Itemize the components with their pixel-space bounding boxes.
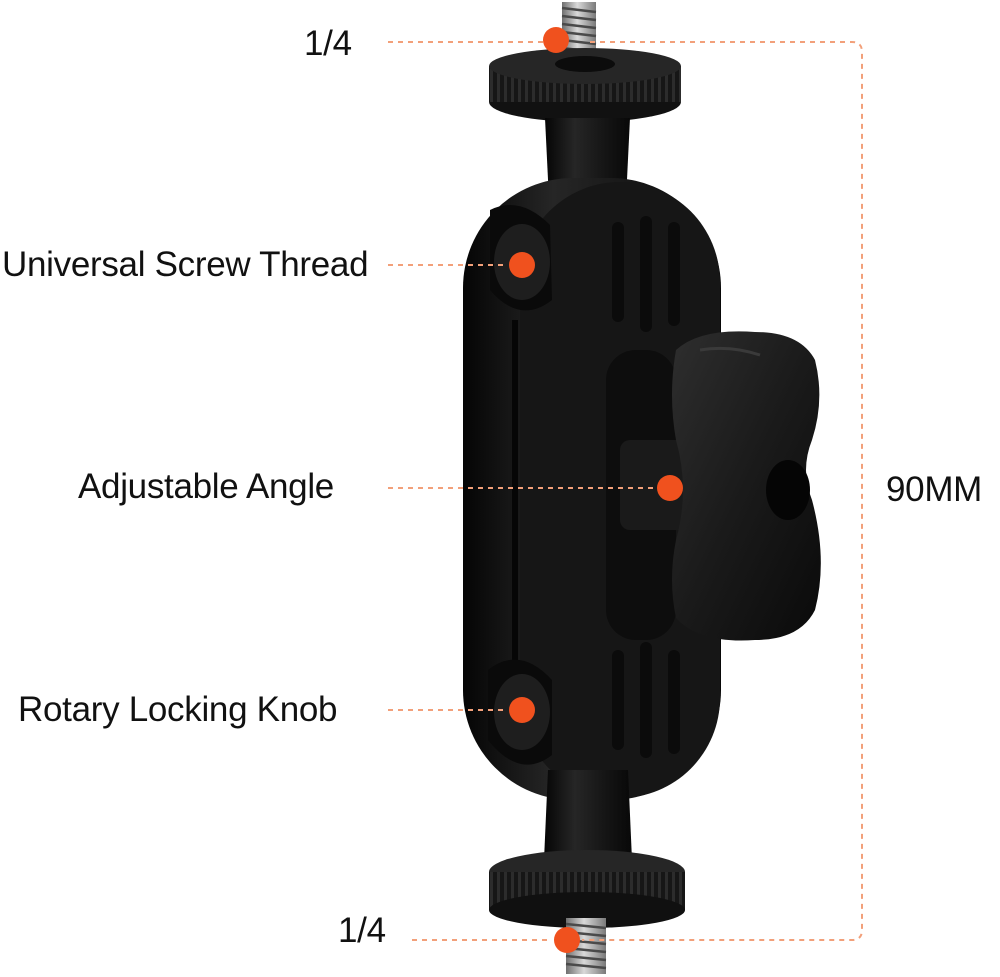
top-thumb-nut (489, 48, 681, 122)
marker-angle (657, 475, 683, 501)
label-top-thread: 1/4 (304, 24, 352, 63)
marker-locking-knob (509, 697, 535, 723)
marker-top-thread (543, 27, 569, 53)
arm-body (463, 178, 721, 800)
label-screw-thread: Universal Screw Thread (2, 245, 369, 284)
marker-screw-thread (509, 252, 535, 278)
marker-bottom-thread (554, 927, 580, 953)
label-locking-knob: Rotary Locking Knob (18, 690, 338, 729)
bottom-neck (544, 770, 632, 860)
bottom-thumb-nut (489, 850, 685, 928)
wing-knob (672, 331, 821, 641)
label-adjustable-angle: Adjustable Angle (78, 467, 334, 506)
label-dimension: 90MM (886, 470, 983, 509)
label-bottom-thread: 1/4 (338, 911, 386, 950)
markers (509, 27, 683, 953)
leader-lines (388, 41, 863, 941)
